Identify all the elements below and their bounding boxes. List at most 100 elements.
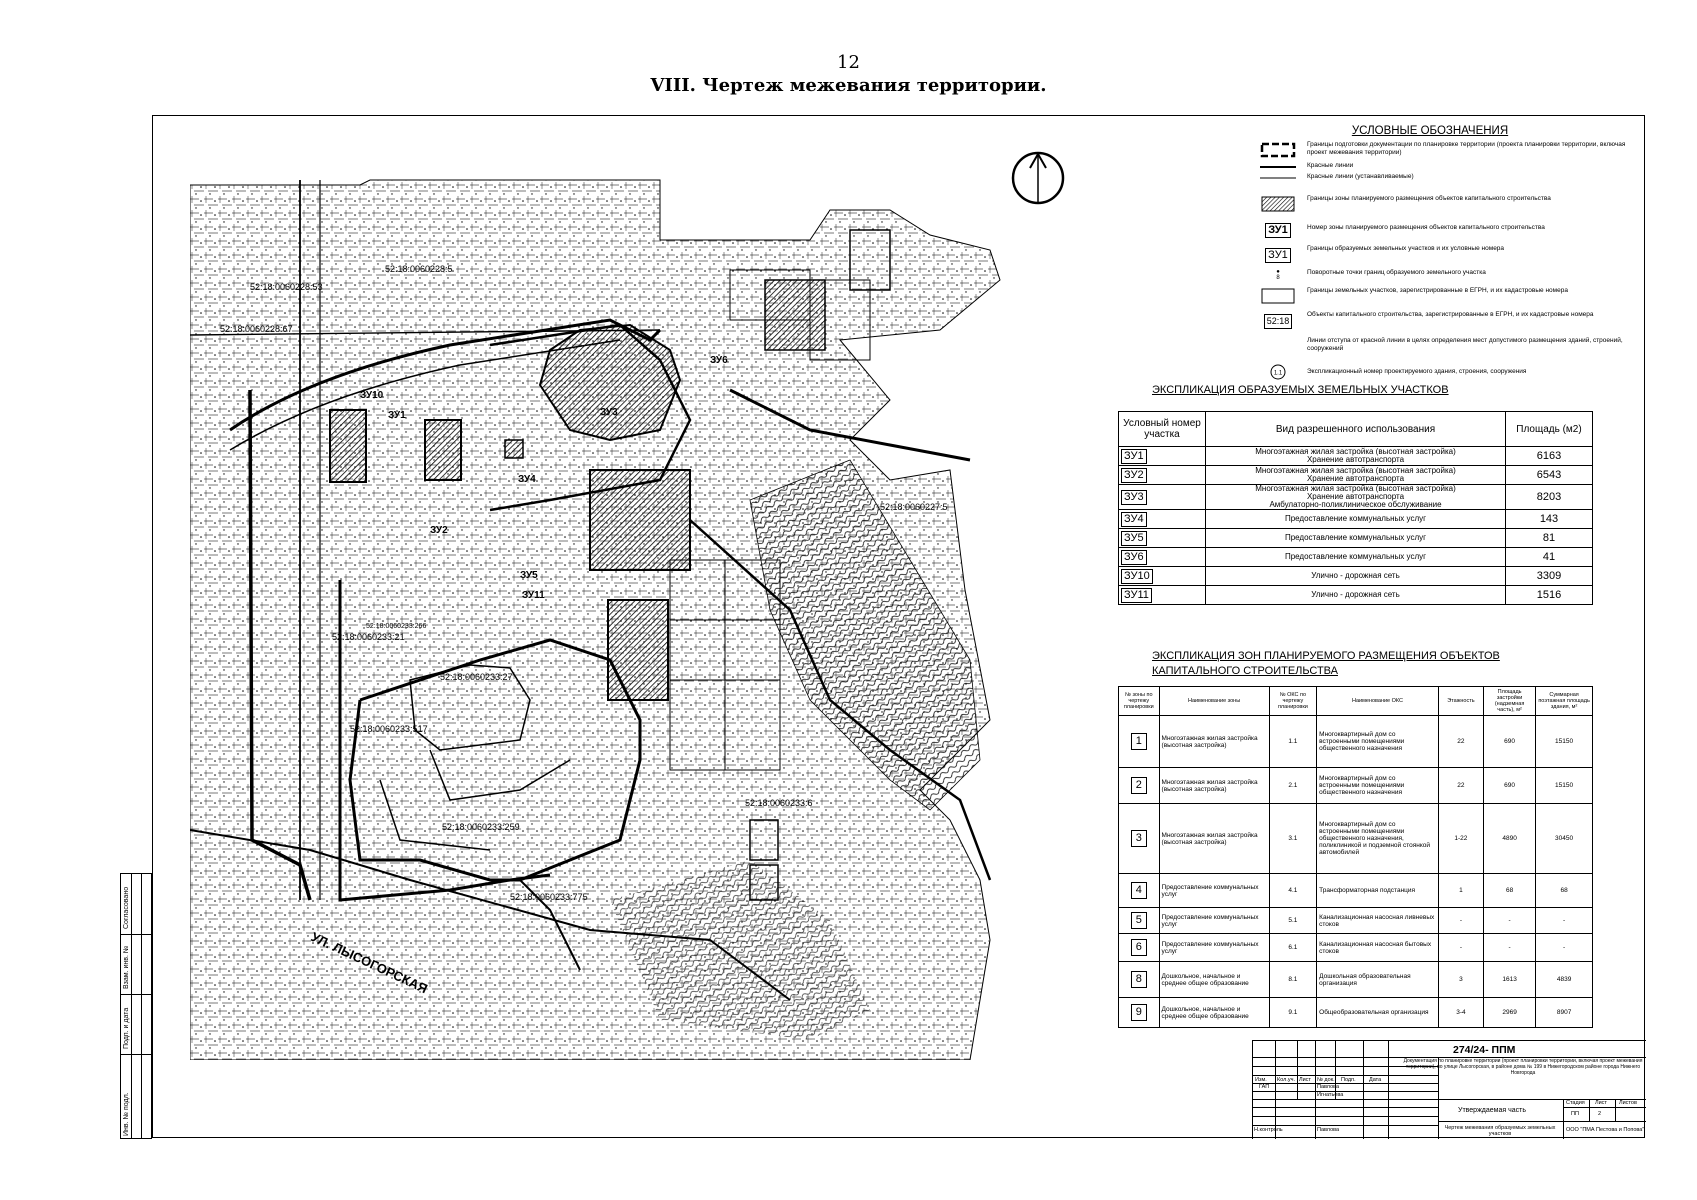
- parcel-use-cell: Улично - дорожная сеть: [1205, 585, 1506, 605]
- parcel-id-cell: ЗУ4: [1118, 509, 1206, 529]
- column-header: Площадь застройки (надземная часть), м²: [1483, 686, 1537, 716]
- legend-text: Границы зоны планируемого размещения объ…: [1307, 195, 1551, 202]
- zone-total-cell: 15150: [1535, 767, 1593, 804]
- legend-item: ЗУ1 Номер зоны планируемого размещения о…: [1260, 220, 1640, 250]
- zone-zone-cell: 9: [1118, 997, 1160, 1028]
- zone-zone-cell: 8: [1118, 961, 1160, 998]
- zone-floors-cell: 22: [1437, 767, 1485, 804]
- page-title: VIII. Чертеж межевания территории.: [650, 75, 1047, 96]
- parcel-use-cell: Предоставление коммунальных услуг: [1205, 528, 1506, 548]
- zones-table-title-line2: КАПИТАЛЬНОГО СТРОИТЕЛЬСТВА: [1152, 665, 1338, 677]
- parcel-id-cell: ЗУ2: [1118, 465, 1206, 485]
- tb-role: ГАП: [1259, 1084, 1270, 1090]
- zone-oks-cell: Трансформаторная подстанция: [1316, 873, 1439, 908]
- offset-line-icon: [1260, 337, 1296, 355]
- zone-footprint-cell: 4890: [1483, 803, 1537, 874]
- parcel-area-cell: 6163: [1505, 446, 1593, 466]
- legend-text: Границы земельных участков, зарегистриро…: [1307, 287, 1568, 294]
- zone-floors-cell: 3: [1437, 961, 1485, 998]
- column-header: Суммарная поэтажная площадь здания, м²: [1535, 686, 1593, 716]
- legend-text: Поворотные точки границ образуемого земе…: [1307, 269, 1486, 276]
- zone-name-cell: Многоэтажная жилая застройка (высотная з…: [1158, 803, 1270, 874]
- parcel-area-cell: 143: [1505, 509, 1593, 529]
- cadastral-label: 52:18:0060233:27: [440, 672, 513, 682]
- title-block: 274/24- ППМ Документация по планировке т…: [1252, 1040, 1646, 1139]
- parcel-label: ЗУ2: [430, 525, 448, 536]
- column-header: № ОКС по чертежу планировки: [1268, 686, 1318, 716]
- registered-parcel-icon: [1261, 288, 1295, 304]
- survey-map: УЛ. ЛЫСОГОРСКАЯ 52:18:0060228:5 52:18:00…: [190, 179, 1001, 1060]
- zone-oks-no-cell: 5.1: [1268, 907, 1318, 934]
- parcel-area-cell: 41: [1505, 547, 1593, 567]
- company-name: ООО "ПМА Пестова и Попова": [1566, 1127, 1645, 1133]
- parcel-label: ЗУ4: [518, 474, 536, 485]
- sheet-number: 2: [1598, 1111, 1602, 1117]
- legend-item: 52:18 Объекты капитального строительства…: [1260, 311, 1640, 341]
- stamp-label-inv: Инв. № подл.: [123, 1092, 130, 1136]
- tb-col-label: Подп.: [1341, 1077, 1356, 1083]
- legend-item: 1.1 Экспликационный номер проектируемого…: [1260, 364, 1640, 394]
- zones-table-title-line1: ЭКСПЛИКАЦИЯ ЗОН ПЛАНИРУЕМОГО РАЗМЕЩЕНИЯ …: [1152, 650, 1500, 662]
- zone-footprint-cell: 2969: [1483, 997, 1537, 1028]
- cadastral-label: 52:18:0060233:266: [366, 623, 426, 630]
- table-header-row: № зоны по чертежу планировки Наименовани…: [1118, 686, 1593, 716]
- column-header: Вид разрешенного использования: [1205, 411, 1506, 447]
- zone-zone-cell: 1: [1118, 715, 1160, 768]
- column-header: Условный номер участка: [1118, 411, 1206, 447]
- parcel-label: ЗУ6: [710, 355, 728, 366]
- tb-col-label: Лист: [1299, 1077, 1311, 1083]
- parcel-id-cell: ЗУ10: [1118, 566, 1206, 586]
- parcel-use-cell: Улично - дорожная сеть: [1205, 566, 1506, 586]
- column-header: № зоны по чертежу планировки: [1118, 686, 1160, 716]
- tb-col-label: № док.: [1317, 1077, 1335, 1083]
- stage-header: Листов: [1619, 1100, 1637, 1106]
- approved-part: Утверждаемая часть: [1458, 1107, 1526, 1114]
- cadastral-label: 52:18:0060233:517: [350, 724, 428, 734]
- document-code: 274/24- ППМ: [1453, 1044, 1516, 1056]
- legend-item: Линии отступа от красной линии в целях о…: [1260, 337, 1640, 367]
- legend-item: Красные линии: [1260, 162, 1640, 192]
- stage-header: Стадия: [1566, 1100, 1585, 1106]
- parcel-label: ЗУ10: [360, 390, 384, 401]
- stamp-label-sign: Подп. и дата: [123, 1007, 130, 1049]
- side-approval-stamp: Инв. № подл. Подп. и дата Взам. инв. № С…: [120, 873, 152, 1139]
- page-number: 12: [837, 52, 860, 73]
- zone-oks-no-cell: 8.1: [1268, 961, 1318, 998]
- tb-name: Игнатьева: [1317, 1092, 1344, 1098]
- zone-zone-cell: 5: [1118, 907, 1160, 934]
- zone-footprint-cell: 1613: [1483, 961, 1537, 998]
- parcel-use-cell: Предоставление коммунальных услуг: [1205, 509, 1506, 529]
- zone-floors-cell: 1-22: [1437, 803, 1485, 874]
- zone-zone-cell: 3: [1118, 803, 1160, 874]
- circle-number-icon: 1.1: [1270, 364, 1286, 380]
- zone-floors-cell: 3-4: [1437, 997, 1485, 1028]
- legend-item: Границы подготовки документации по плани…: [1260, 141, 1640, 171]
- tb-col-label: Дата: [1369, 1077, 1382, 1083]
- stage-value: ПП: [1571, 1111, 1579, 1117]
- tb-name: Павлова: [1317, 1127, 1340, 1133]
- cadastral-label: 52:18:0060233:6: [745, 798, 813, 808]
- legend: УСЛОВНЫЕ ОБОЗНАЧЕНИЯ Границы подготовки …: [1260, 125, 1640, 380]
- zone-footprint-cell: -: [1483, 907, 1537, 934]
- legend-title: УСЛОВНЫЕ ОБОЗНАЧЕНИЯ: [1351, 125, 1509, 137]
- zone-oks-cell: Общеобразовательная организация: [1316, 997, 1439, 1028]
- cadastral-label: 52:18:0060228:67: [220, 324, 293, 334]
- stamp-label-replace: Взам. инв. №: [123, 945, 130, 989]
- zone-oks-cell: Дошкольная образовательная организация: [1316, 961, 1439, 998]
- cadastral-label: 52:18:0060233:775: [510, 892, 588, 902]
- zone-name-cell: Предоставление коммунальных услуг: [1158, 873, 1270, 908]
- parcel-area-cell: 6543: [1505, 465, 1593, 485]
- zone-total-cell: 4839: [1535, 961, 1593, 998]
- zone-floors-cell: 1: [1437, 873, 1485, 908]
- parcel-label: ЗУ3: [600, 407, 618, 418]
- parcel-label: ЗУ11: [522, 590, 545, 601]
- column-header: Наименование ОКС: [1316, 686, 1439, 716]
- zone-footprint-cell: 690: [1483, 715, 1537, 768]
- legend-text: Красные линии: [1307, 162, 1354, 169]
- tb-col-label: Кол.уч.: [1277, 1077, 1296, 1083]
- hatched-rect-icon: [1261, 196, 1295, 212]
